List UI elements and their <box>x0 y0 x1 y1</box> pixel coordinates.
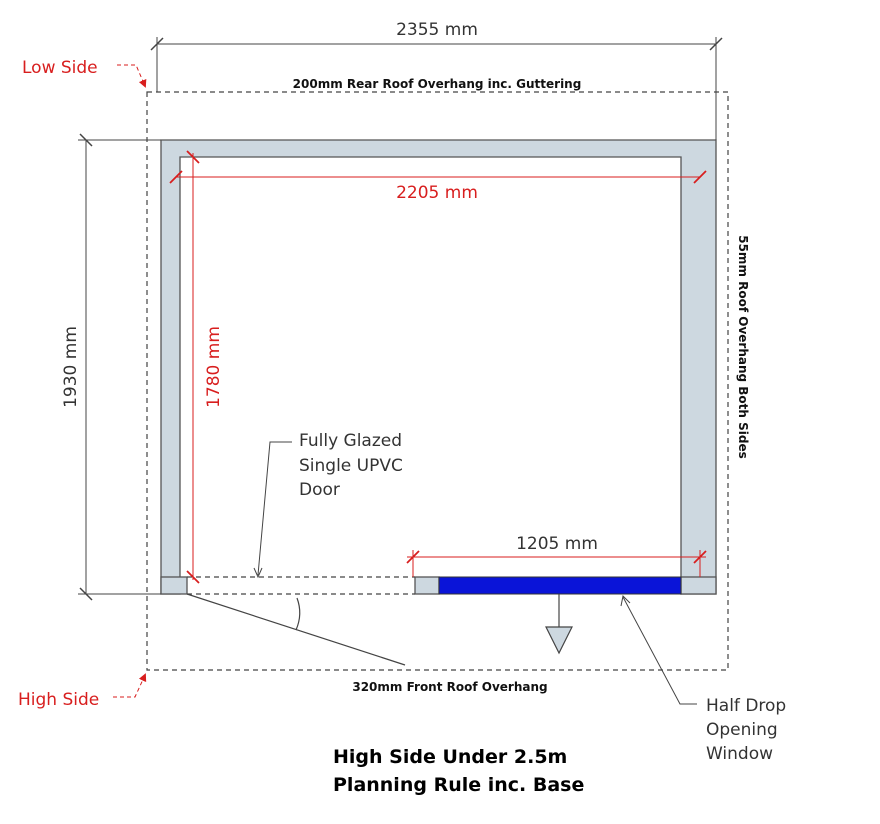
low-side-label: Low Side <box>22 58 98 78</box>
window-width-label: 1205 mm <box>516 534 598 554</box>
door-callout-line-3: Door <box>299 480 340 500</box>
rear-overhang-note: 200mm Rear Roof Overhang inc. Guttering <box>293 77 582 91</box>
low-side-pointer <box>117 64 147 88</box>
front-overhang-note: 320mm Front Roof Overhang <box>352 680 547 694</box>
high-side-label: High Side <box>18 690 99 710</box>
door-swing-arc <box>295 597 301 631</box>
door-callout-line-2: Single UPVC <box>299 456 403 476</box>
door-callout-line-1: Fully Glazed <box>299 431 402 451</box>
window-callout-line-3: Window <box>706 744 773 764</box>
high-side-pointer <box>113 673 147 698</box>
front-wall-left <box>160 576 188 595</box>
window-callout-line-1: Half Drop <box>706 696 786 716</box>
roof-overhang-outline <box>146 91 729 671</box>
overall-depth-label: 1930 mm <box>61 326 81 408</box>
side-overhang-note: 55mm Roof Overhang Both Sides <box>736 235 750 459</box>
door-callout-leader <box>257 441 292 576</box>
caption-line-2: Planning Rule inc. Base <box>333 774 584 796</box>
window-callout-line-2: Opening <box>706 720 778 740</box>
overall-width-label: 2355 mm <box>396 20 478 40</box>
inner-width-label: 2205 mm <box>396 183 478 203</box>
window-glass <box>438 576 682 595</box>
window-drop-arrow <box>545 626 573 655</box>
building-walls <box>160 139 717 595</box>
caption-line-1: High Side Under 2.5m <box>333 746 567 768</box>
inner-depth-label: 1780 mm <box>204 326 224 408</box>
window-callout-leader <box>622 596 697 705</box>
front-wall-window-left <box>414 576 440 595</box>
front-wall-window-right <box>680 576 717 595</box>
